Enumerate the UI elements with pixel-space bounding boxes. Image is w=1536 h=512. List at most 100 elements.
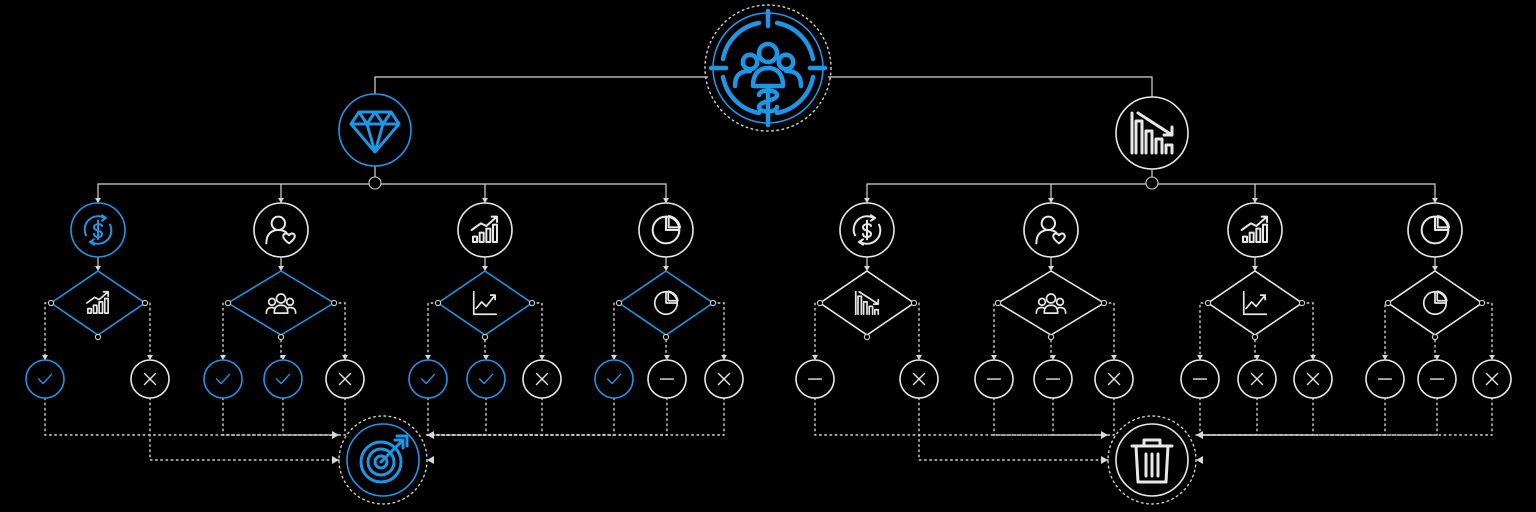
outcome-right-4-2[interactable] — [1417, 359, 1457, 399]
group-node-right-3-ring — [1227, 202, 1283, 258]
outcome-left-2-2[interactable] — [263, 359, 303, 399]
outcome-arrow — [1111, 355, 1117, 360]
group-node-left-2[interactable] — [253, 202, 309, 258]
outcome-left-4-3[interactable] — [704, 359, 744, 399]
team-icon — [1035, 293, 1067, 314]
outcome-right-1-1[interactable] — [795, 359, 835, 399]
decision-node-left-4[interactable] — [617, 270, 715, 336]
cross-icon — [1250, 372, 1264, 386]
decision-branch-right — [1481, 302, 1493, 361]
branch-node-left[interactable] — [338, 93, 412, 167]
connector-lines — [42, 76, 1495, 464]
decision-port — [910, 299, 918, 307]
group-node-right-2[interactable] — [1023, 202, 1079, 258]
decision-branch-right — [913, 302, 920, 361]
bar-chart-up-icon — [470, 215, 499, 244]
decision-port — [47, 299, 55, 307]
branch-bus — [97, 183, 667, 203]
decision-node-left-2[interactable] — [226, 270, 336, 336]
outcome-left-2-1-ring — [203, 359, 243, 399]
target-icon — [359, 434, 409, 484]
decision-node-left-3[interactable] — [436, 270, 534, 336]
decision-node-right-3-shape — [1206, 270, 1304, 336]
group-node-left-3-ring — [457, 202, 513, 258]
bus-arrow — [482, 198, 488, 203]
outcome-right-2-2[interactable] — [1033, 359, 1073, 399]
group-node-right-1[interactable] — [839, 202, 895, 258]
decision-port — [481, 333, 489, 341]
root-node[interactable] — [704, 4, 832, 132]
decision-branch-left — [427, 302, 439, 361]
outcome-left-3-2[interactable] — [466, 359, 506, 399]
outcome-left-2-1[interactable] — [203, 359, 243, 399]
outcome-right-4-1[interactable] — [1365, 359, 1405, 399]
outcome-to-target — [338, 397, 346, 436]
outcome-left-3-1[interactable] — [408, 359, 448, 399]
bus-arrow — [278, 198, 284, 203]
outcome-right-1-2[interactable] — [899, 359, 939, 399]
bar-chart-down-icon — [854, 290, 880, 316]
check-icon — [478, 373, 494, 385]
user-heart-icon — [265, 215, 296, 245]
decision-port — [434, 299, 442, 307]
line-chart-icon — [1242, 290, 1268, 316]
outcome-to-target — [1195, 397, 1493, 436]
outcome-to-target — [426, 397, 725, 436]
outcome-right-3-2[interactable] — [1237, 359, 1277, 399]
outcome-right-4-3[interactable] — [1472, 359, 1512, 399]
bar-chart-up-icon — [85, 290, 109, 314]
decision-branch-left — [613, 302, 620, 361]
outcome-left-2-3[interactable] — [325, 359, 365, 399]
cross-icon — [143, 372, 157, 386]
outcome-left-1-1[interactable] — [25, 359, 65, 399]
outcome-left-4-1[interactable] — [594, 359, 634, 399]
outcome-right-3-3[interactable] — [1293, 359, 1333, 399]
check-icon — [420, 373, 436, 385]
decision-branch-left — [993, 302, 999, 361]
branch-junction — [368, 176, 382, 190]
outcome-left-3-3[interactable] — [522, 359, 562, 399]
outcome-to-target — [993, 397, 1109, 436]
check-icon — [275, 373, 291, 385]
outcome-to-target — [282, 397, 340, 436]
branch-node-right[interactable] — [1115, 96, 1189, 170]
decision-node-left-1[interactable] — [49, 270, 147, 336]
outcome-to-target — [1195, 397, 1201, 436]
bus-arrow — [1048, 198, 1054, 203]
group-node-right-4[interactable] — [1407, 202, 1463, 258]
cross-icon — [338, 372, 352, 386]
decision-arrow — [482, 266, 488, 271]
bus-arrow — [95, 198, 101, 203]
decision-branch-right — [144, 302, 151, 361]
decision-branch-left — [1199, 302, 1209, 361]
outcome-to-target — [426, 397, 543, 436]
outcome-right-2-1[interactable] — [974, 359, 1014, 399]
decision-port — [994, 299, 1002, 307]
decision-node-right-3[interactable] — [1206, 270, 1304, 336]
branch-junction — [1145, 176, 1159, 190]
group-node-left-1[interactable] — [70, 202, 126, 258]
outcome-left-4-2[interactable] — [647, 359, 687, 399]
outcome-arrow — [42, 355, 48, 360]
group-node-left-4[interactable] — [638, 202, 694, 258]
target-arrow — [427, 431, 434, 439]
decision-port — [528, 299, 536, 307]
outcome-right-3-1[interactable] — [1180, 359, 1220, 399]
target-node-left[interactable] — [338, 415, 428, 505]
outcome-left-1-2[interactable] — [130, 359, 170, 399]
decision-branch-left — [222, 302, 229, 361]
decision-node-left-1-shape — [49, 270, 147, 336]
decision-node-right-4[interactable] — [1386, 270, 1484, 336]
branch-node-left-ring — [338, 93, 412, 167]
decision-node-right-1[interactable] — [818, 270, 916, 336]
outcome-arrow — [1434, 355, 1440, 360]
outcome-arrow — [1489, 355, 1495, 360]
decision-node-right-2[interactable] — [996, 270, 1106, 336]
target-node-right[interactable] — [1107, 415, 1197, 505]
outcome-left-4-1-ring — [594, 359, 634, 399]
target-node-halo — [1107, 415, 1197, 505]
outcome-right-2-3[interactable] — [1094, 359, 1134, 399]
decision-branch-right — [1301, 302, 1314, 361]
group-node-left-3[interactable] — [457, 202, 513, 258]
group-node-right-3[interactable] — [1227, 202, 1283, 258]
